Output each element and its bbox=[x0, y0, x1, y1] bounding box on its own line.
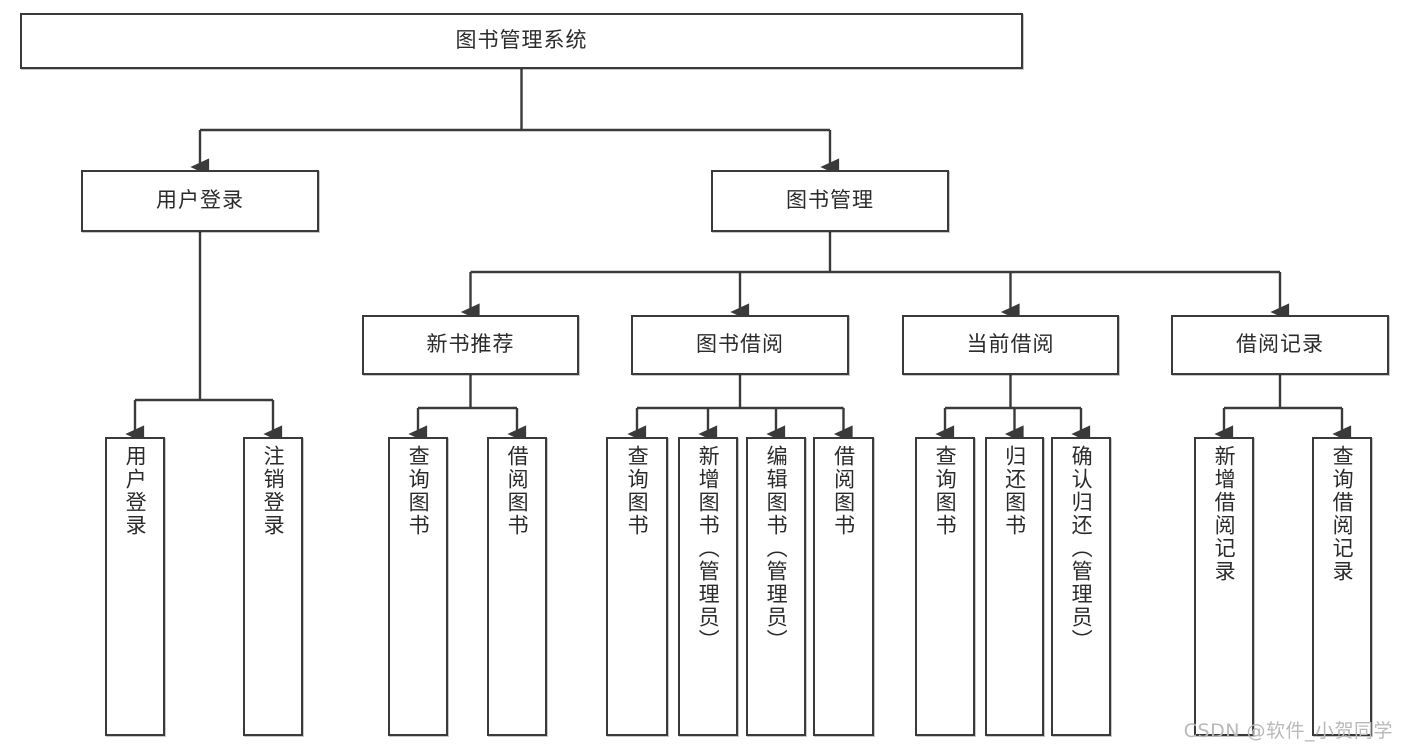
node-label: 查询图书 bbox=[406, 445, 431, 537]
node-label: 新增借阅记录 bbox=[1212, 445, 1237, 583]
node-label: 图书管理系统 bbox=[455, 28, 588, 53]
node-label: 图书借阅 bbox=[696, 332, 784, 357]
node-root[interactable]: 图书管理系统 bbox=[20, 13, 1023, 69]
node-label: 查询图书 bbox=[625, 445, 650, 537]
node-leaf-cur-return[interactable]: 归还图书 bbox=[985, 437, 1044, 736]
node-label: 编辑图书（管理员） bbox=[764, 445, 789, 652]
node-label: 查询图书 bbox=[933, 445, 958, 537]
node-leaf-bor-edit[interactable]: 编辑图书（管理员） bbox=[746, 437, 806, 736]
node-newbook[interactable]: 新书推荐 bbox=[362, 315, 579, 375]
node-leaf-user-logout[interactable]: 注销登录 bbox=[243, 437, 303, 736]
node-current[interactable]: 当前借阅 bbox=[902, 315, 1119, 375]
node-label: 借阅图书 bbox=[831, 445, 856, 537]
node-leaf-rec-add[interactable]: 新增借阅记录 bbox=[1194, 437, 1254, 736]
node-label: 新增图书（管理员） bbox=[696, 445, 721, 652]
node-label: 当前借阅 bbox=[966, 332, 1055, 357]
node-label: 借阅记录 bbox=[1236, 332, 1324, 357]
node-leaf-cur-confirm[interactable]: 确认归还（管理员） bbox=[1051, 437, 1111, 736]
node-login[interactable]: 用户登录 bbox=[81, 170, 319, 232]
node-label: 查询借阅记录 bbox=[1330, 445, 1355, 583]
node-leaf-cur-query[interactable]: 查询图书 bbox=[915, 437, 975, 736]
node-leaf-user-login[interactable]: 用户登录 bbox=[105, 437, 165, 736]
node-records[interactable]: 借阅记录 bbox=[1171, 315, 1389, 375]
node-label: 图书管理 bbox=[786, 188, 874, 213]
node-leaf-bor-add[interactable]: 新增图书（管理员） bbox=[678, 437, 738, 736]
node-leaf-bor-lend[interactable]: 借阅图书 bbox=[813, 437, 874, 736]
node-label: 确认归还（管理员） bbox=[1069, 445, 1094, 652]
node-leaf-rec-query[interactable]: 查询借阅记录 bbox=[1312, 437, 1372, 736]
node-bookmgmt[interactable]: 图书管理 bbox=[711, 170, 949, 232]
node-label: 新书推荐 bbox=[426, 332, 515, 357]
node-leaf-bor-query[interactable]: 查询图书 bbox=[606, 437, 668, 736]
node-borrow[interactable]: 图书借阅 bbox=[631, 315, 849, 375]
node-label: 用户登录 bbox=[156, 188, 244, 213]
node-label: 注销登录 bbox=[261, 445, 286, 537]
node-leaf-new-borrow[interactable]: 借阅图书 bbox=[487, 437, 547, 736]
node-leaf-new-query[interactable]: 查询图书 bbox=[388, 437, 448, 736]
node-label: 借阅图书 bbox=[505, 445, 530, 537]
watermark-text: CSDN @软件_小贺同学 bbox=[1183, 720, 1393, 742]
node-label: 归还图书 bbox=[1002, 445, 1027, 537]
node-label: 用户登录 bbox=[123, 445, 148, 537]
